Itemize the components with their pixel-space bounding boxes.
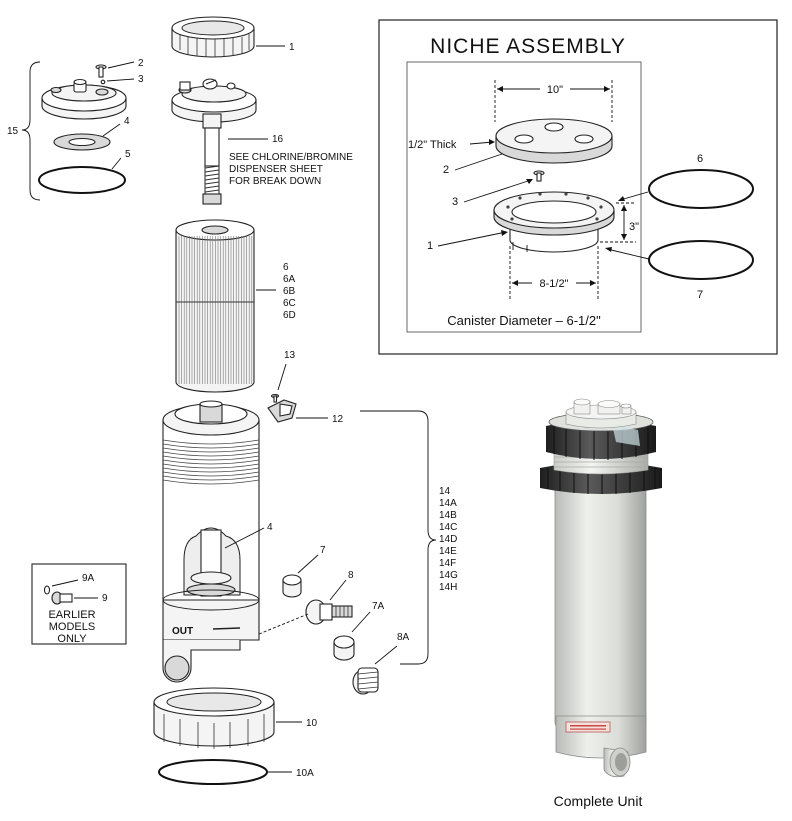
niche-title: NICHE ASSEMBLY (430, 35, 626, 58)
callout-8: 8 (348, 570, 354, 581)
callout-3: 3 (138, 74, 144, 85)
o-ring-9a (44, 585, 50, 595)
callout-14f: 14F (439, 558, 456, 569)
gasket-4-top (53, 133, 111, 151)
bottom-lock-ring-10 (153, 687, 275, 749)
niche-callout-2: 2 (443, 164, 449, 176)
screw-2 (95, 64, 107, 78)
callout-8a: 8A (397, 632, 410, 643)
niche-o-ring-7 (648, 240, 754, 280)
washer-3 (100, 79, 106, 85)
plug-7 (282, 574, 302, 598)
warning-label (565, 721, 611, 733)
dispenser-note-line-3: FOR BREAK DOWN (229, 176, 321, 187)
dispenser-note-line-1: SEE CHLORINE/BROMINE (229, 152, 353, 163)
callout-7a: 7A (372, 601, 385, 612)
earlier-models-box: 9A 9 EARLIER MODELS ONLY (31, 563, 127, 645)
complete-unit-caption: Complete Unit (554, 793, 643, 809)
plug-9 (51, 591, 73, 605)
callout-10a: 10A (296, 768, 314, 779)
dispenser-note-line-2: DISPENSER SHEET (229, 164, 323, 175)
callout-9: 9 (102, 593, 108, 604)
callout-14: 14 (439, 486, 451, 497)
callout-1: 1 (289, 42, 295, 53)
callout-2: 2 (138, 58, 144, 69)
complete-unit-photo: Complete Unit (540, 398, 662, 809)
callout-10: 10 (306, 718, 318, 729)
niche-callout-7: 7 (697, 289, 703, 301)
clip-12 (267, 399, 297, 423)
earlier-line-1: EARLIER (48, 609, 95, 621)
callout-14h: 14H (439, 582, 457, 593)
callout-14d: 14D (439, 534, 457, 545)
callout-14c: 14C (439, 522, 457, 533)
air-relief-8 (305, 599, 353, 625)
dispenser-lid-16 (171, 78, 257, 205)
callout-15: 15 (7, 126, 19, 137)
dim-height-label: 3" (629, 221, 639, 233)
cap-assembly-15 (41, 78, 127, 120)
callout-9a: 9A (82, 573, 95, 584)
niche-callout-3: 3 (452, 196, 458, 208)
callout-4-housing: 4 (267, 522, 273, 533)
callout-14a: 14A (439, 498, 457, 509)
niche-o-ring-6 (648, 169, 754, 209)
niche-lid-plate (495, 118, 613, 164)
screw-13 (270, 393, 280, 403)
niche-outer-frame (378, 19, 778, 355)
callout-12: 12 (332, 414, 344, 425)
dim-base-label: 8-1/2" (540, 278, 569, 290)
drain-fitting-8a (352, 667, 379, 695)
earlier-line-3: ONLY (57, 633, 87, 645)
earlier-line-2: MODELS (49, 621, 95, 633)
niche-body (493, 191, 615, 253)
callout-6c: 6C (283, 298, 296, 309)
bracket-15 (21, 61, 41, 201)
niche-assembly-panel: NICHE ASSEMBLY 10" 1/2" Thick 2 3 (378, 19, 778, 355)
niche-callout-6: 6 (697, 153, 703, 165)
callout-14e: 14E (439, 546, 457, 557)
out-port-mark: OUT (172, 626, 193, 637)
niche-inner-frame (406, 61, 642, 333)
bracket-14 (360, 410, 437, 665)
filter-cartridge (175, 219, 255, 393)
callout-6a: 6A (283, 274, 296, 285)
niche-callout-1: 1 (427, 240, 433, 252)
filter-housing: OUT (162, 400, 260, 683)
o-ring-5 (38, 166, 126, 194)
top-lock-ring (171, 16, 255, 58)
callout-5: 5 (125, 149, 131, 160)
callout-6: 6 (283, 262, 289, 273)
callout-4-top: 4 (124, 116, 130, 127)
callout-13: 13 (284, 350, 296, 361)
niche-screw (533, 170, 545, 182)
dim-width-label: 10" (547, 84, 563, 96)
plug-7a (333, 635, 355, 661)
dim-thick-label: 1/2" Thick (408, 139, 457, 151)
canister-diameter-label: Canister Diameter – 6-1/2" (447, 313, 601, 328)
callout-7: 7 (320, 545, 326, 556)
callout-14b: 14B (439, 510, 457, 521)
callout-14g: 14G (439, 570, 458, 581)
callout-6b: 6B (283, 286, 296, 297)
callout-16: 16 (272, 134, 284, 145)
exploded-view: 1 15 2 3 4 (7, 16, 458, 785)
callout-6d: 6D (283, 310, 296, 321)
o-ring-10a (158, 759, 268, 785)
